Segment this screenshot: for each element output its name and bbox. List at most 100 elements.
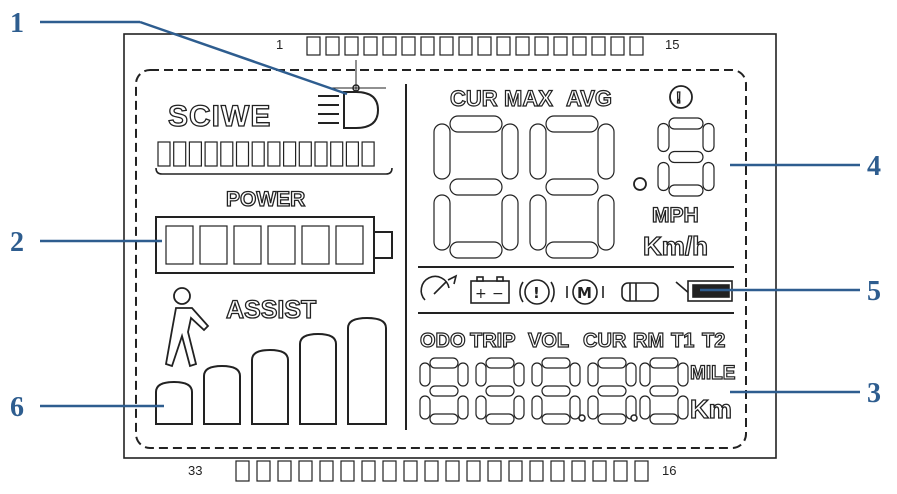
- active-area: [135, 69, 747, 449]
- bar-segment: [345, 141, 359, 167]
- assist-level-bar: [299, 332, 337, 425]
- callout-4: 4: [867, 151, 881, 182]
- warning-icon: !: [519, 279, 555, 305]
- pin: [550, 460, 565, 482]
- odo-digit-3: [531, 357, 581, 425]
- odo-decimal-point: [630, 414, 638, 422]
- odo-label-trip: TRIP: [470, 330, 516, 352]
- pin: [477, 36, 492, 56]
- battery-cell: [199, 225, 228, 265]
- pin: [534, 36, 549, 56]
- callout-1: 1: [10, 8, 24, 39]
- pin: [256, 460, 271, 482]
- callout-5: 5: [867, 276, 881, 307]
- pin: [361, 460, 376, 482]
- pin: [401, 36, 416, 56]
- pin: [382, 36, 397, 56]
- odo-digit-1: [419, 357, 469, 425]
- battery-cell: [165, 225, 194, 265]
- pin: [382, 460, 397, 482]
- pin-label-16: 16: [662, 463, 676, 478]
- pin: [629, 36, 644, 56]
- bar-segment: [204, 141, 218, 167]
- callout-3: 3: [867, 378, 881, 409]
- motor-icon: M: [566, 279, 604, 305]
- callout-lines: [40, 20, 860, 408]
- pin: [235, 460, 250, 482]
- pin: [496, 36, 511, 56]
- odo-label-vol: VOL: [528, 330, 569, 352]
- battery-cell: [267, 225, 296, 265]
- bar-segment: [173, 141, 187, 167]
- bar-segment: [361, 141, 375, 167]
- speed-mode-max: MAX: [504, 86, 553, 111]
- svg-text:−: −: [492, 286, 504, 302]
- assist-label: ASSIST: [226, 296, 316, 324]
- pin: [613, 460, 628, 482]
- pin: [306, 36, 321, 56]
- pin-label-15: 15: [665, 37, 679, 52]
- assist-level-bar: [251, 348, 289, 425]
- assist-level-bar: [155, 380, 193, 425]
- pin: [553, 36, 568, 56]
- bar-segment: [188, 141, 202, 167]
- unit-mile: MILE: [690, 363, 735, 384]
- callout-6: 6: [10, 392, 24, 423]
- pin: [319, 460, 334, 482]
- pin: [363, 36, 378, 56]
- speedometer-icon: [420, 274, 458, 301]
- pin: [424, 460, 439, 482]
- speed-decimal-point: [633, 177, 647, 191]
- walk-assist-icon: [164, 287, 210, 368]
- pin: [529, 460, 544, 482]
- bar-segment: [251, 141, 265, 167]
- bar-segment: [157, 141, 171, 167]
- battery-cell: [335, 225, 364, 265]
- pin: [325, 36, 340, 56]
- status-icon-row: + − ! M: [420, 274, 733, 305]
- warning-icon-top: !: [669, 85, 693, 109]
- lcd-glass: [123, 33, 777, 459]
- battery-cell: [233, 225, 262, 265]
- svg-text:!: !: [676, 90, 681, 107]
- battery-cell: [301, 225, 330, 265]
- unit-mph: MPH: [652, 204, 699, 227]
- pin: [508, 460, 523, 482]
- pin: [403, 460, 418, 482]
- odo-digit-4: [587, 357, 637, 425]
- unit-kmh: Km/h: [643, 231, 708, 261]
- pin: [277, 460, 292, 482]
- throttle-icon: [621, 282, 659, 302]
- assist-level-bars: [155, 316, 387, 425]
- pin: [458, 36, 473, 56]
- speed-digit-3: [657, 117, 715, 197]
- svg-text:+: +: [475, 286, 487, 302]
- pin-label-1: 1: [276, 37, 283, 52]
- pin: [487, 460, 502, 482]
- power-label: POWER: [226, 188, 305, 211]
- bar-segment: [235, 141, 250, 167]
- pin: [610, 36, 625, 56]
- pin: [591, 36, 606, 56]
- callout-2: 2: [10, 227, 24, 258]
- pin: [420, 36, 435, 56]
- pin: [572, 36, 587, 56]
- speed-mode-cur: CUR: [450, 86, 498, 111]
- svg-text:!: !: [533, 284, 540, 302]
- odo-label-t2: T2: [702, 330, 725, 352]
- odo-digit-5: [639, 357, 689, 425]
- pin: [515, 36, 530, 56]
- odo-label-rm: RM: [633, 330, 664, 352]
- brand-label: SCIWE: [168, 100, 271, 133]
- pin: [439, 36, 454, 56]
- top-pin-row: [306, 36, 644, 56]
- bar-segment: [298, 141, 312, 167]
- pin-label-33: 33: [188, 463, 202, 478]
- pin: [592, 460, 607, 482]
- bar-segment: [267, 141, 281, 167]
- pin: [298, 460, 313, 482]
- speed-digit-1: [433, 115, 519, 259]
- pin: [445, 460, 460, 482]
